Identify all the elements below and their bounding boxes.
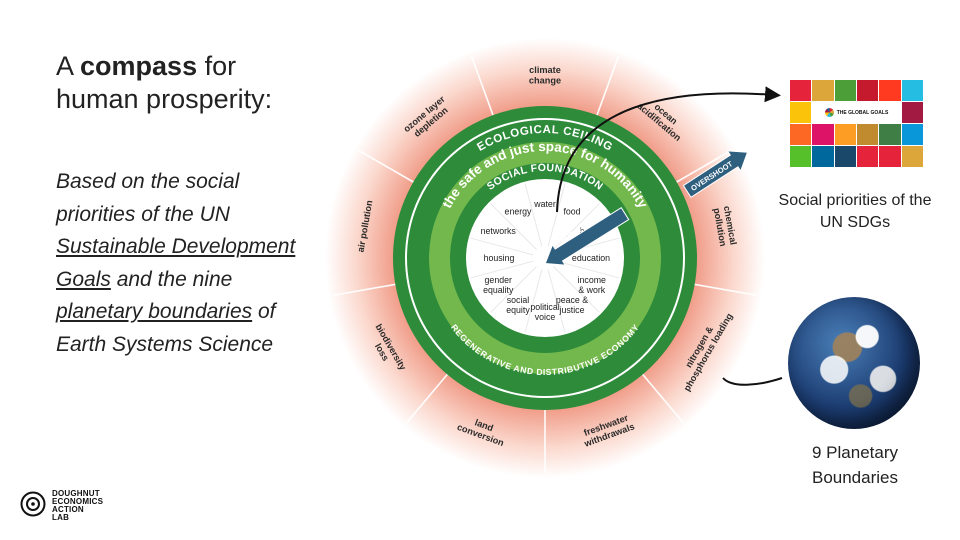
earth-image (788, 297, 920, 429)
sdg-center-label: THE GLOBAL GOALS (836, 109, 889, 116)
logo-text: DOUGHNUT ECONOMICS ACTION LAB (52, 489, 104, 522)
social-dimension-label: peace &justice (556, 295, 588, 315)
social-dimension-labels: waterfoodhealtheducationincome& workpeac… (481, 199, 611, 322)
sdg-goal-tile (790, 80, 812, 101)
social-dimension-label: networks (481, 226, 517, 236)
sdg-goal-tile (790, 102, 812, 123)
sdg-goal-tile (901, 146, 923, 167)
social-dimension-label: water (533, 199, 556, 209)
sdg-goal-tile (790, 146, 812, 167)
sdg-goal-tile (901, 80, 923, 101)
sdg-goal-tile (901, 102, 923, 123)
social-dividers (470, 183, 620, 333)
sdg-goal-tile (879, 124, 901, 145)
sdg-grid: THE GLOBAL GOALS (790, 80, 923, 167)
sdg-goal-tile (857, 80, 879, 101)
social-dimension-label: income& work (578, 275, 606, 295)
social-dimension-label: energy (505, 206, 532, 216)
social-dimension-label: food (563, 206, 580, 216)
headline-bold: compass (80, 51, 198, 81)
sdg-goal-tile (834, 80, 856, 101)
sdg-goal-tile (879, 80, 901, 101)
sdg-goal-tile (812, 124, 834, 145)
sdg-goal-tile (834, 146, 856, 167)
planet-pointer-line (722, 377, 783, 386)
sdg-goal-tile (857, 124, 879, 145)
sdg-link[interactable]: Sustainable Development Goals (56, 235, 296, 291)
sdg-goal-tile (857, 146, 879, 167)
sdg-center-logo: THE GLOBAL GOALS (812, 102, 901, 123)
subtext: Based on the social priorities of the UN… (56, 170, 296, 356)
social-dimension-label: education (572, 253, 610, 263)
sdg-caption: Social priorities of the UN SDGs (778, 192, 932, 231)
sdg-pointer-line (556, 86, 781, 213)
sdg-goal-tile (834, 124, 856, 145)
doughnut-logo-icon (20, 491, 46, 517)
boundary-dividers (333, 55, 757, 473)
sdg-wheel-icon (824, 108, 834, 117)
planet-caption: 9 Planetary Boundaries (811, 443, 898, 487)
headline: A compass for human prosperity: (56, 51, 273, 114)
planetary-boundaries-link[interactable]: planetary boundaries (56, 300, 253, 323)
social-dimension-label: housing (484, 253, 515, 263)
sdg-goal-tile (901, 124, 923, 145)
sdg-goal-tile (879, 146, 901, 167)
sdg-goal-tile (812, 146, 834, 167)
sdg-goal-tile (790, 124, 812, 145)
sdg-goal-tile (812, 80, 834, 101)
